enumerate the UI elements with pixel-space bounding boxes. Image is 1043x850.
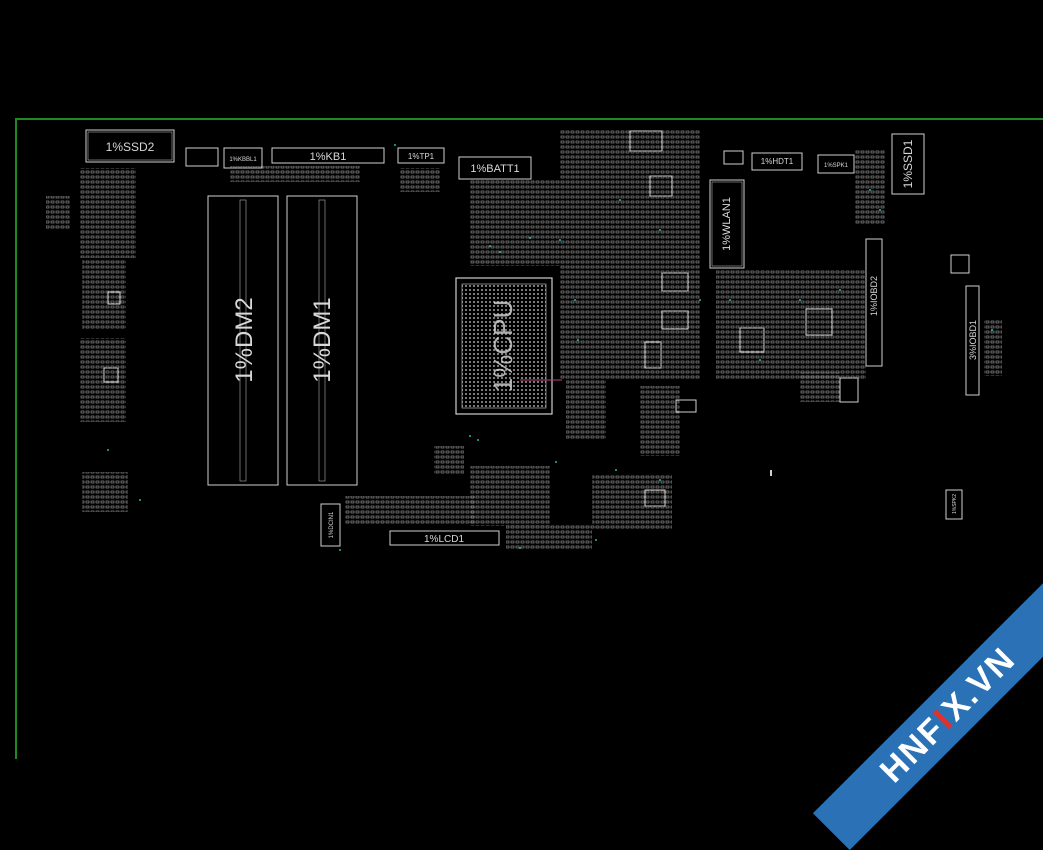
label-cpu: 1%CPU [488,300,518,392]
component-block[interactable] [723,150,744,165]
label-spk2: 1%SPK2 [952,494,958,514]
slot-dm1[interactable] [286,195,358,486]
component-clusters [46,130,1002,550]
slot-dm2[interactable] [207,195,279,486]
component-block[interactable] [950,254,970,274]
label-dm2: 1%DM2 [231,297,258,382]
pcb-boardview: 1%SSD2 1%KBBL1 1%KB1 1%TP1 1%BATT1 1%HDT… [15,118,1043,759]
connector-ssd1[interactable] [891,133,925,195]
connector-lcd1[interactable] [389,530,500,546]
label-iobd2: 1%IOBD2 [869,276,879,316]
board-outline [15,118,1043,759]
connector-spk1[interactable] [817,154,855,174]
vias [107,144,993,551]
cpu-package[interactable] [455,277,562,415]
connector-wlan1[interactable] [709,179,745,269]
connector-kb1[interactable] [271,147,385,164]
connector-spk2[interactable] [945,489,963,520]
label-hdt1: 1%HDT1 [761,157,794,166]
label-tp1: 1%TP1 [408,152,435,161]
label-spk1: 1%SPK1 [824,163,849,169]
component-block[interactable] [185,147,219,167]
label-lcd1: 1%LCD1 [424,534,464,545]
label-kb1: 1%KB1 [310,151,347,163]
connector-tp1[interactable] [397,147,445,164]
label-wlan1: 1%WLAN1 [721,197,733,251]
connector-batt1[interactable] [458,156,532,180]
connector-ssd2[interactable] [85,129,175,163]
connector-hdt1[interactable] [751,152,803,171]
label-dcin1: 1%DCIN1 [329,511,335,538]
connector-iobd1[interactable] [965,285,980,396]
connector-dcin1[interactable] [320,503,341,547]
label-kbbl1: 1%KBBL1 [229,157,257,163]
label-batt1: 1%BATT1 [470,163,519,175]
label-iobd1: 3%IOBD1 [968,320,978,360]
label-ssd2: 1%SSD2 [106,140,155,154]
label-ssd1: 1%SSD1 [901,139,915,188]
label-dm1: 1%DM1 [309,297,336,382]
